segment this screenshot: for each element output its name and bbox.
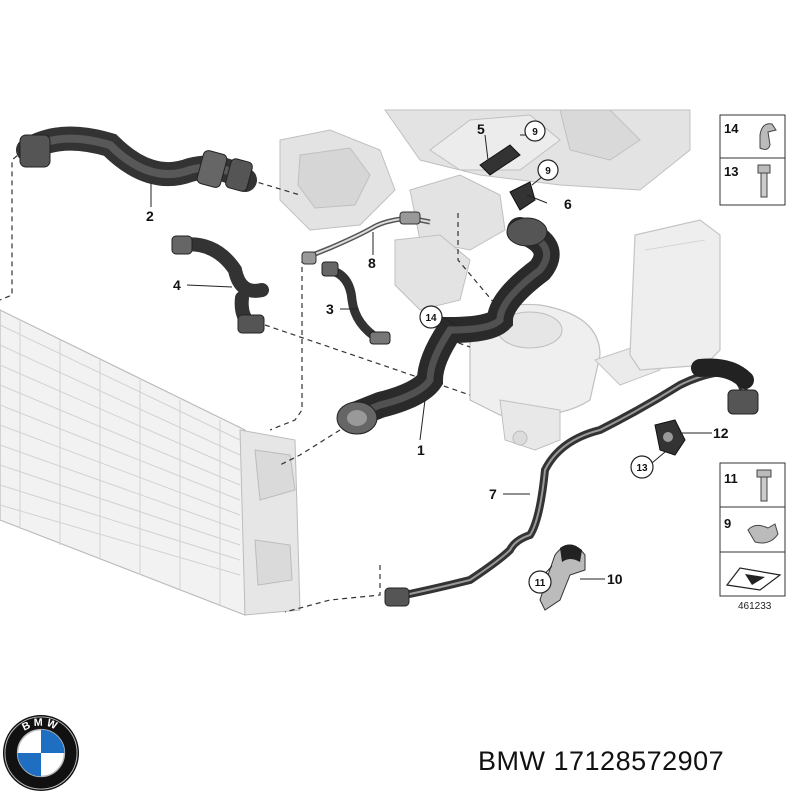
hose-3 — [321, 261, 391, 345]
legend-box-top: 14 13 — [719, 114, 786, 206]
arrow-pointer-icon — [725, 567, 782, 591]
svg-text:BMW: BMW — [20, 716, 61, 733]
hose-2 — [16, 126, 257, 192]
ghost-reservoir — [629, 219, 721, 371]
legend-label-13: 13 — [724, 164, 738, 179]
callout-numbers: 1 2 3 4 5 6 7 8 10 12 — [146, 121, 729, 587]
svg-text:9: 9 — [545, 166, 551, 177]
callout-7: 7 — [489, 486, 497, 502]
sensor-parts — [479, 144, 536, 211]
callout-10: 10 — [607, 571, 623, 587]
callout-4: 4 — [173, 277, 181, 293]
circled-callouts: 9 9 14 13 11 — [419, 120, 654, 594]
bracket-10 — [539, 544, 586, 611]
screw-icon — [756, 469, 772, 502]
legend-label-14: 14 — [724, 121, 739, 136]
bracket-12 — [654, 419, 686, 456]
svg-text:13: 13 — [636, 463, 648, 474]
pipe-7 — [384, 358, 759, 607]
svg-text:11: 11 — [535, 578, 546, 589]
pipe-8 — [301, 211, 431, 265]
brand-name: BMW — [478, 746, 546, 776]
diagram-ref-number: 461233 — [738, 601, 772, 612]
bolt-icon — [757, 164, 771, 198]
callout-8: 8 — [368, 255, 376, 271]
svg-text:9: 9 — [532, 127, 538, 138]
svg-text:14: 14 — [425, 313, 437, 324]
hose-4 — [171, 235, 269, 334]
clip-icon — [759, 123, 777, 150]
legend-label-9: 9 — [724, 516, 731, 531]
circled-callout-13: 13 — [630, 455, 654, 479]
bmw-logo: BMW — [2, 714, 80, 792]
circled-callout-9-top: 9 — [524, 120, 546, 142]
radiator — [0, 309, 301, 616]
callout-5: 5 — [477, 121, 485, 137]
legend-box-bottom: 11 9 — [719, 462, 786, 597]
legend-label-11: 11 — [724, 471, 738, 486]
circled-callout-9-mid: 9 — [537, 159, 559, 181]
callout-12: 12 — [713, 425, 729, 441]
circled-callout-14: 14 — [419, 305, 443, 329]
hose-1 — [336, 217, 560, 435]
hose-clamp-icon — [747, 523, 779, 544]
callout-2: 2 — [146, 208, 154, 224]
part-number: 17128572907 — [553, 746, 725, 776]
expansion-tank — [469, 303, 661, 451]
callout-1: 1 — [417, 442, 425, 458]
circled-callout-11: 11 — [528, 570, 552, 594]
part-label: BMW 17128572907 — [478, 746, 724, 777]
ghost-engine-parts — [279, 109, 691, 311]
callout-6: 6 — [564, 196, 572, 212]
callout-3: 3 — [326, 301, 334, 317]
